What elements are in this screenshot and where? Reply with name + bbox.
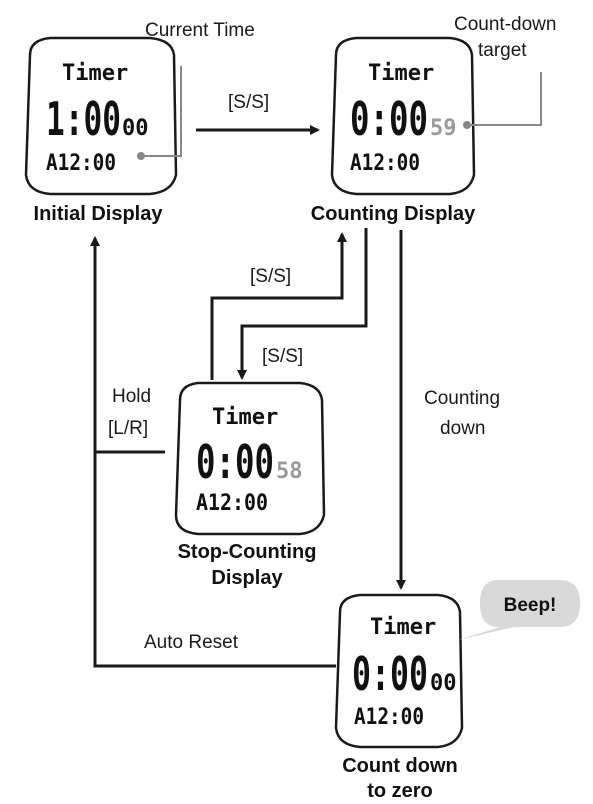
- watch-title: Timer: [368, 61, 434, 86]
- label-counting-down-1: Counting: [424, 388, 500, 409]
- leader-current-time: [145, 66, 182, 157]
- watch-alarm-time: A12:00: [46, 151, 116, 176]
- label-current-time: Current Time: [145, 20, 255, 41]
- arrow-counting-to-stop: [237, 228, 368, 380]
- watch-main-digits: 0:00: [196, 435, 274, 489]
- caption-stop-counting-2: Display: [211, 567, 283, 589]
- watch-count-down-to-zero: Timer 0:00 00 A12:00: [334, 593, 464, 749]
- watch-counting-display: Timer 0:00 59 A12:00: [330, 36, 476, 196]
- watch-alarm-time: A12:00: [196, 491, 268, 516]
- watch-sub-digits: 00: [122, 116, 149, 141]
- watch-stop-counting-display: Timer 0:00 58 A12:00: [174, 381, 326, 536]
- label-counting-down-2: down: [440, 418, 485, 439]
- beep-speech-bubble: Beep!: [458, 580, 580, 640]
- label-hold-2: [L/R]: [108, 418, 148, 439]
- pointer-dot: [137, 152, 145, 160]
- arrow-auto-reset: [90, 236, 336, 668]
- caption-counting-display: Counting Display: [311, 203, 476, 225]
- watch-alarm-time: A12:00: [350, 151, 420, 176]
- label-hold-1: Hold: [112, 386, 151, 407]
- label-auto-reset: Auto Reset: [144, 632, 239, 653]
- watch-main-digits: 1:00: [46, 92, 121, 146]
- beep-text: Beep!: [504, 595, 557, 616]
- label-countdown-target-2: target: [478, 40, 527, 61]
- watch-title: Timer: [62, 61, 128, 86]
- watch-main-digits: 0:00: [352, 647, 428, 701]
- label-ss-right: [S/S]: [262, 346, 303, 367]
- watch-main-digits: 0:00: [350, 92, 428, 146]
- watch-sub-digits: 00: [430, 671, 457, 696]
- caption-count-down-2: to zero: [367, 780, 433, 802]
- label-ss-left: [S/S]: [250, 266, 291, 287]
- label-ss-top: [S/S]: [228, 92, 269, 113]
- label-countdown-target-1: Count-down: [454, 14, 556, 35]
- caption-initial-display: Initial Display: [34, 203, 164, 225]
- watch-initial-display: Timer 1:00 00 A12:00: [24, 36, 178, 196]
- caption-count-down-1: Count down: [342, 755, 458, 777]
- arrow-stop-to-counting: [210, 232, 347, 380]
- leader-countdown-target: [467, 72, 542, 126]
- caption-stop-counting-1: Stop-Counting: [178, 541, 317, 563]
- watch-title: Timer: [212, 405, 278, 430]
- watch-sub-digits: 58: [276, 459, 303, 484]
- watch-sub-digits: 59: [430, 116, 457, 141]
- watch-alarm-time: A12:00: [354, 705, 424, 730]
- watch-title: Timer: [370, 615, 436, 640]
